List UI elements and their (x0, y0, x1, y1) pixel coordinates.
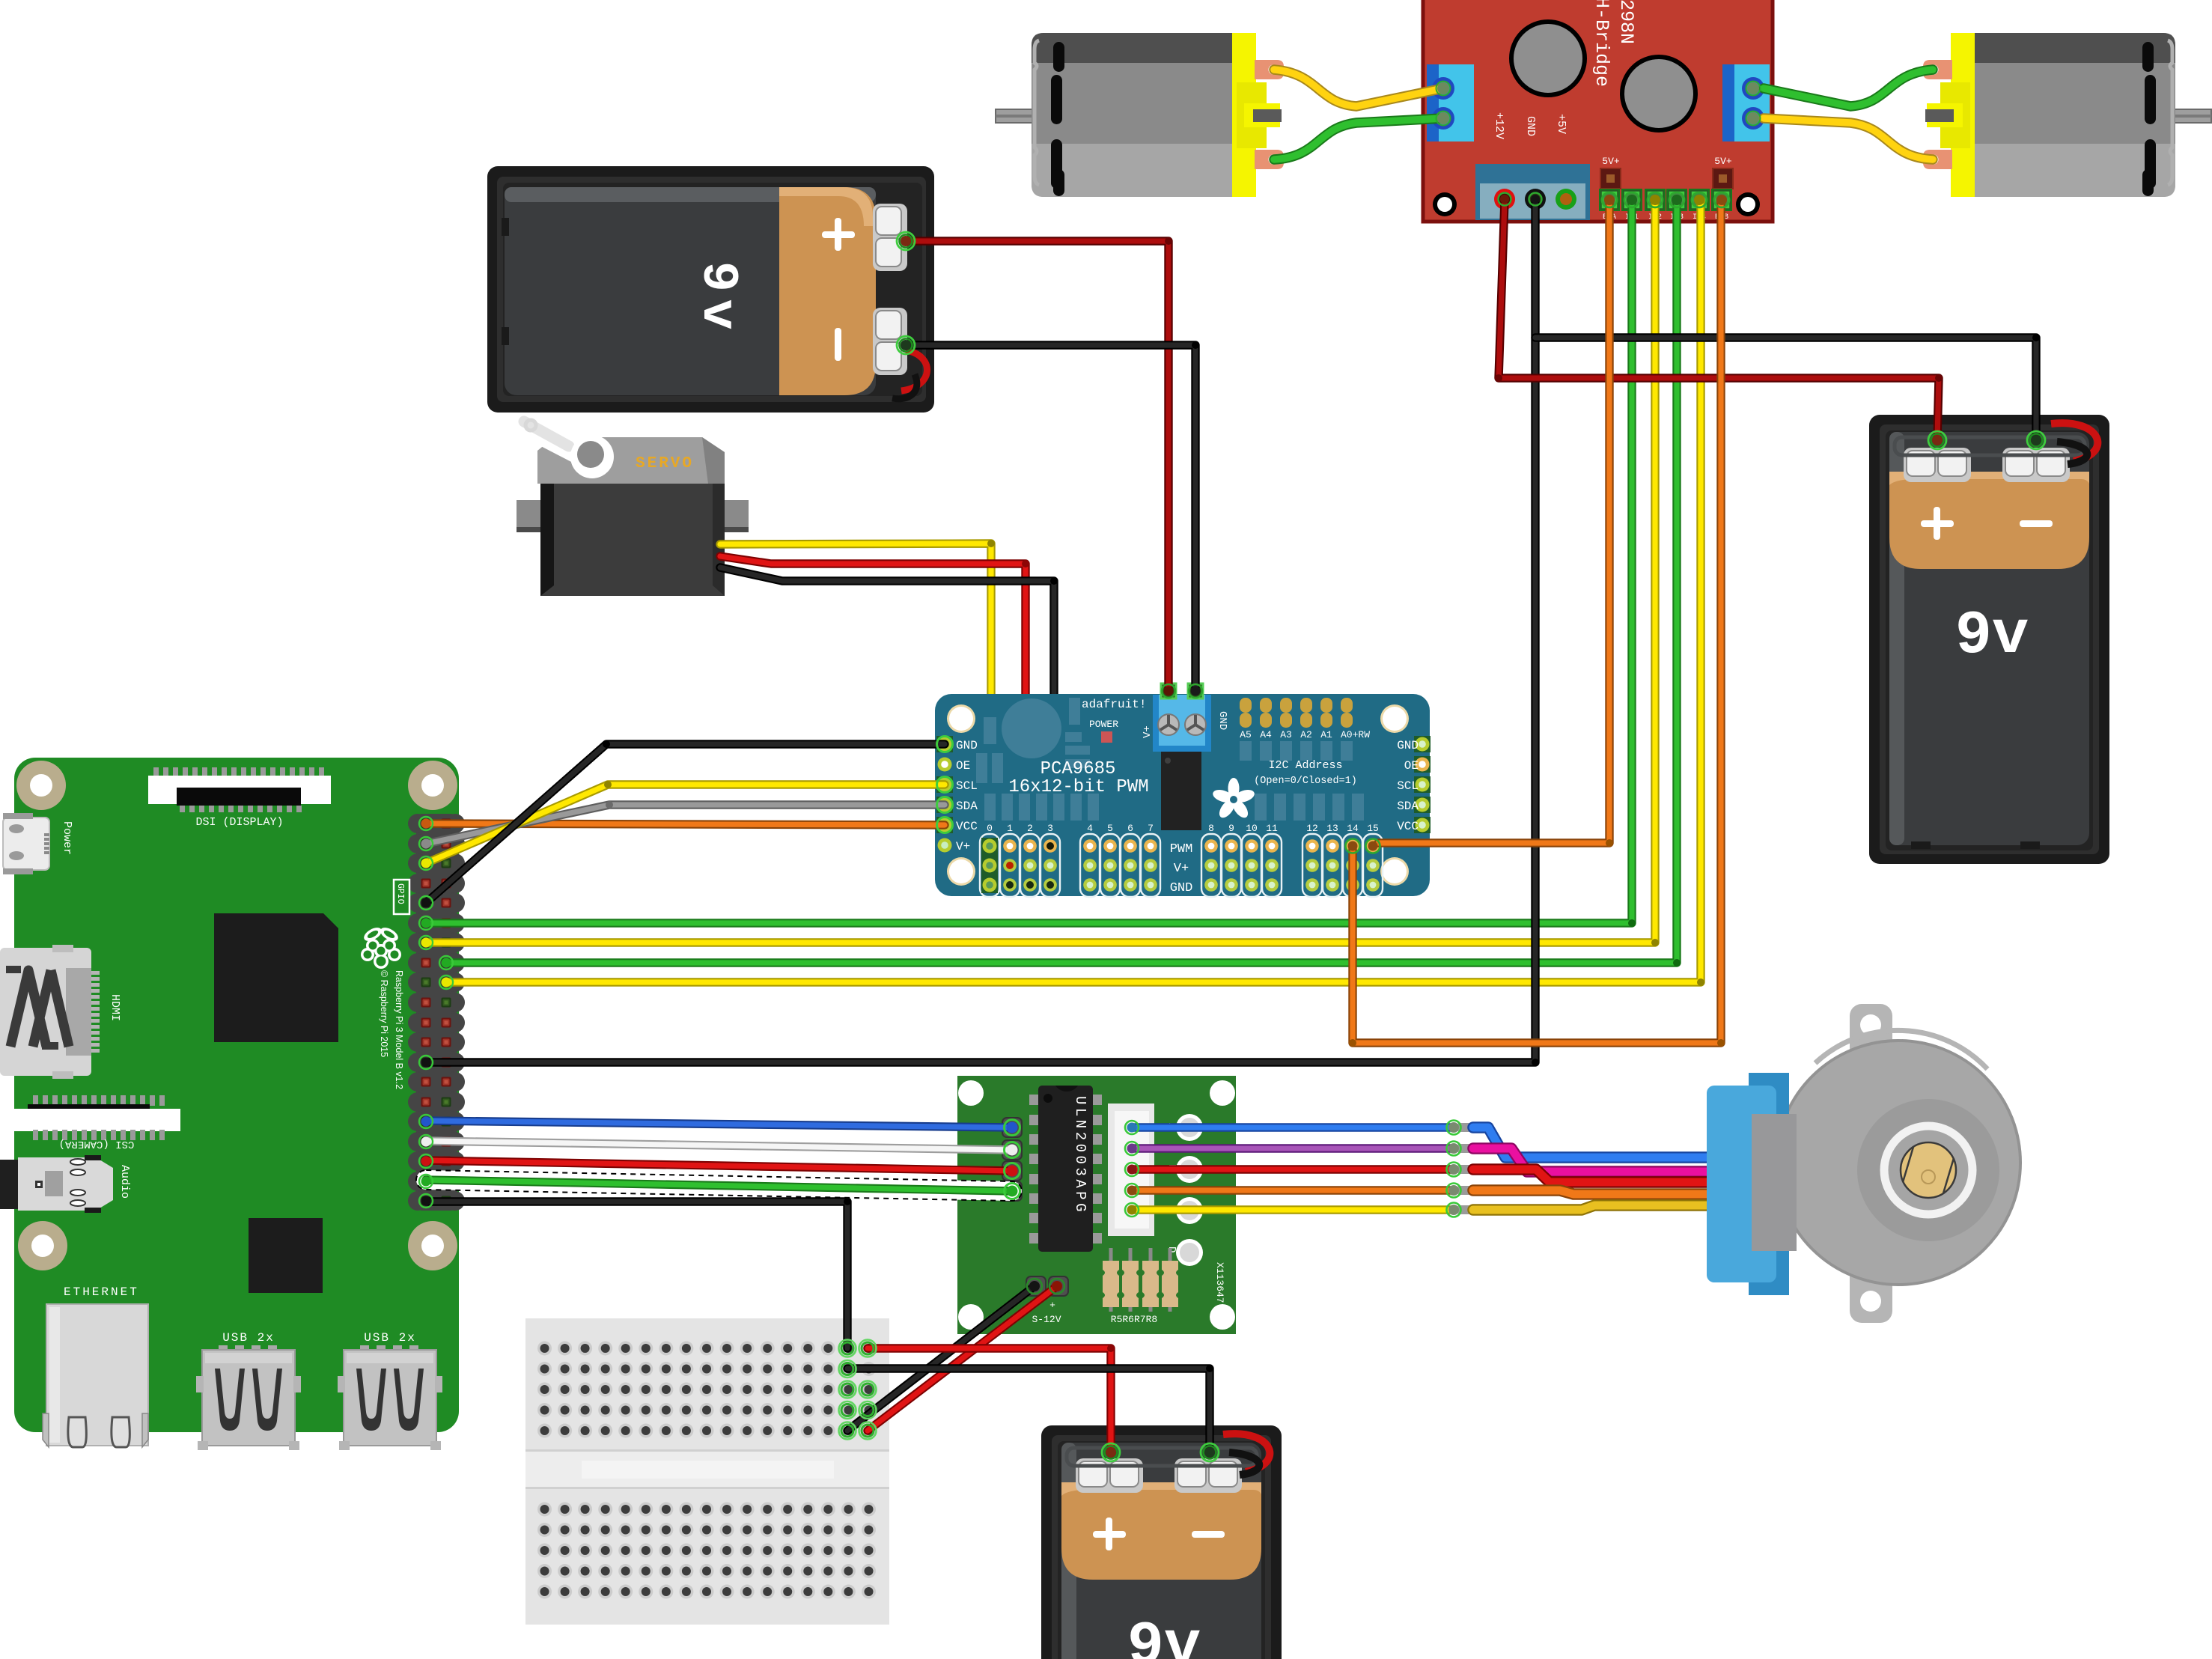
svg-text:© Raspberry Pi 2015: © Raspberry Pi 2015 (379, 970, 389, 1057)
svg-text:A4: A4 (1260, 729, 1272, 740)
svg-text:Raspberry Pi 3 Model B v1.2: Raspberry Pi 3 Model B v1.2 (394, 970, 404, 1089)
svg-text:2: 2 (1027, 823, 1033, 834)
svg-text:7: 7 (1148, 823, 1154, 834)
svg-text:S-12V: S-12V (1032, 1314, 1061, 1325)
svg-text:A5: A5 (1240, 729, 1252, 740)
svg-text:R5R6R7R8: R5R6R7R8 (1111, 1314, 1157, 1325)
svg-text:V+: V+ (956, 840, 970, 853)
svg-text:adafruit!: adafruit! (1082, 698, 1146, 711)
svg-text:H-Bridge: H-Bridge (1591, 0, 1612, 87)
svg-text:9v: 9v (1955, 601, 2029, 671)
svg-text:PWM: PWM (1170, 842, 1193, 856)
svg-text:15: 15 (1367, 823, 1379, 834)
svg-text:10: 10 (1246, 823, 1258, 834)
svg-text:14: 14 (1347, 823, 1359, 834)
svg-text:OE: OE (956, 759, 970, 773)
svg-text:GND: GND (956, 739, 978, 752)
svg-text:L298N: L298N (1615, 0, 1637, 44)
svg-text:6: 6 (1127, 823, 1133, 834)
svg-text:8: 8 (1208, 823, 1214, 834)
svg-text:SDA: SDA (956, 800, 978, 813)
svg-text:X113647: X113647 (1214, 1262, 1225, 1303)
svg-text:GND: GND (1524, 116, 1537, 136)
svg-text:USB 2x: USB 2x (222, 1331, 275, 1345)
svg-text:1: 1 (1007, 823, 1013, 834)
svg-text:USB 2x: USB 2x (364, 1331, 416, 1345)
svg-text:13: 13 (1326, 823, 1338, 834)
svg-text:11: 11 (1266, 823, 1278, 834)
svg-text:SCL: SCL (1397, 779, 1419, 793)
svg-text:ETHERNET: ETHERNET (64, 1285, 139, 1299)
svg-text:VCC: VCC (956, 820, 978, 833)
svg-text:CSI (CAMERA): CSI (CAMERA) (59, 1138, 135, 1150)
svg-text:GND: GND (1170, 881, 1193, 895)
svg-text:A2: A2 (1300, 729, 1312, 740)
svg-text:GND: GND (1397, 739, 1419, 752)
svg-text:POWER: POWER (1089, 719, 1118, 730)
svg-text:16x12-bit PWM: 16x12-bit PWM (1008, 777, 1148, 797)
svg-text:12: 12 (1306, 823, 1318, 834)
svg-text:V+: V+ (1142, 725, 1154, 738)
svg-text:+: + (1049, 1300, 1055, 1311)
svg-text:ULN2003APG: ULN2003APG (1072, 1096, 1088, 1215)
svg-text:Power: Power (61, 821, 73, 855)
svg-text:SCL: SCL (956, 779, 978, 793)
svg-text:DSI (DISPLAY): DSI (DISPLAY) (195, 816, 283, 829)
svg-text:I2C Address: I2C Address (1268, 759, 1342, 772)
svg-text:A0+RW: A0+RW (1341, 729, 1370, 740)
svg-text:PCA9685: PCA9685 (1041, 759, 1116, 779)
svg-text:GPIO: GPIO (395, 883, 405, 904)
svg-text:5: 5 (1107, 823, 1113, 834)
svg-text:5V+: 5V+ (1602, 156, 1620, 167)
svg-text:9: 9 (1228, 823, 1234, 834)
svg-text:4: 4 (1087, 823, 1093, 834)
svg-text:A1: A1 (1320, 729, 1332, 740)
svg-text:SERVO: SERVO (636, 455, 694, 472)
svg-text:V+: V+ (1174, 862, 1189, 876)
svg-text:Audio: Audio (118, 1165, 131, 1199)
svg-text:9v: 9v (689, 261, 746, 338)
svg-text:(Open=0/Closed=1): (Open=0/Closed=1) (1254, 776, 1357, 787)
svg-text:3: 3 (1047, 823, 1053, 834)
svg-text:+5V: +5V (1555, 114, 1567, 134)
svg-text:SDA: SDA (1397, 800, 1419, 813)
svg-text:GND: GND (1216, 711, 1228, 730)
svg-text:HDMI: HDMI (109, 994, 121, 1021)
svg-text:VCC: VCC (1397, 820, 1419, 833)
svg-text:OE: OE (1404, 759, 1419, 773)
svg-text:5V+: 5V+ (1714, 156, 1732, 167)
svg-text:A3: A3 (1280, 729, 1292, 740)
svg-text:0: 0 (987, 823, 993, 834)
svg-text:+12V: +12V (1493, 112, 1505, 139)
